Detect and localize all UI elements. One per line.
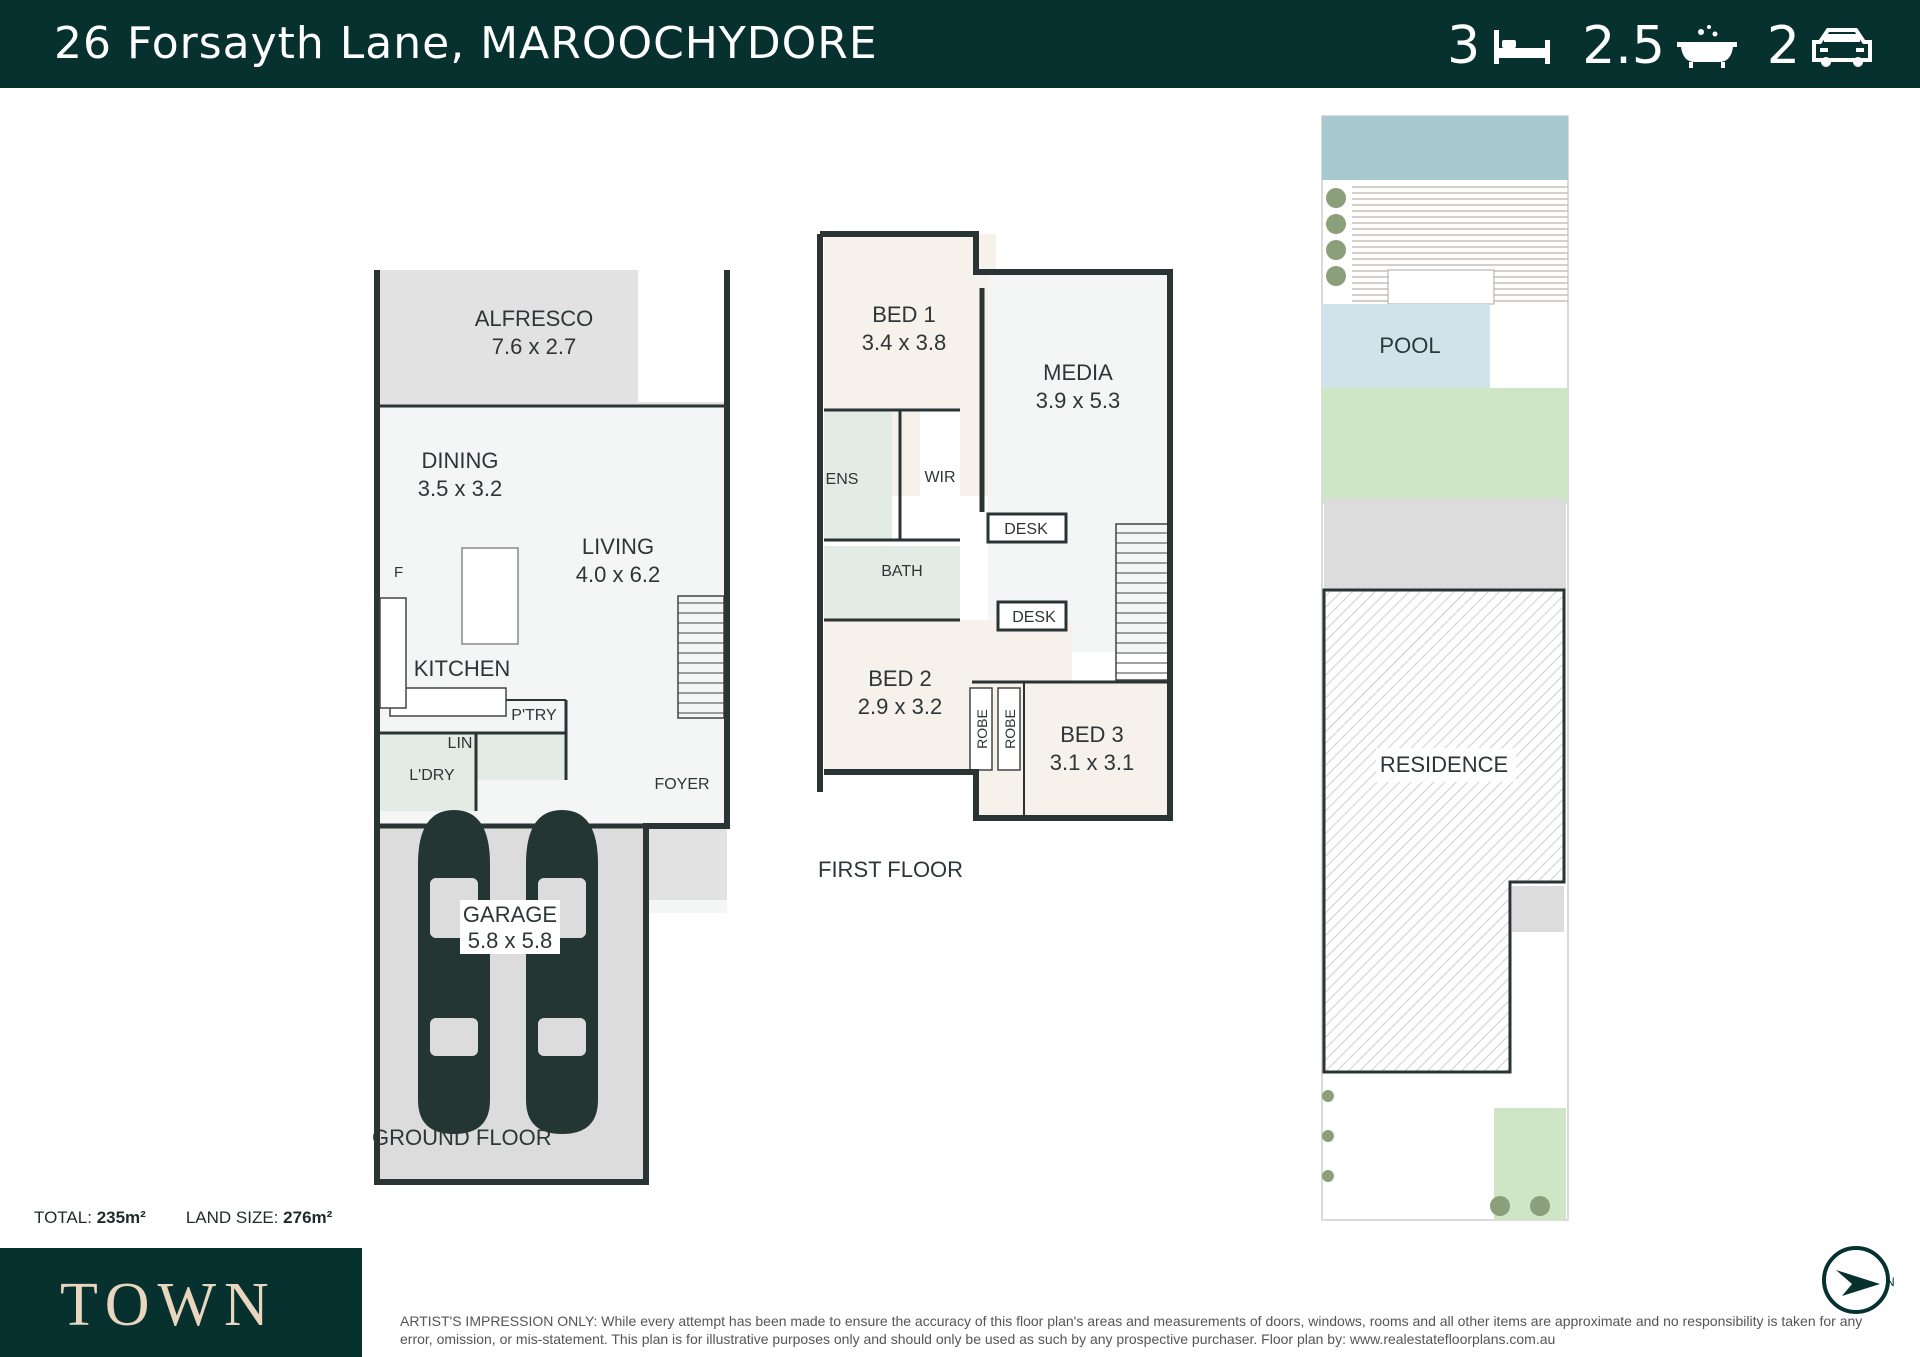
alfresco-site [1324,498,1566,590]
laundry-name: L'DRY [409,767,455,784]
shrub [1326,188,1346,208]
shrub [1490,1196,1510,1216]
shrub [1326,214,1346,234]
floor-plans: ALFRESCO 7.6 x 2.7 DINING 3.5 x 3.2 LIVI… [0,88,1920,1248]
alfresco-name: ALFRESCO [475,306,594,331]
wir-area [920,410,960,522]
powder-room [476,733,566,780]
bath-area [824,546,960,620]
ground-floor-label: GROUND FLOOR [372,1125,552,1150]
first-floor-label: FIRST FLOOR [818,857,963,882]
bed3-name: BED 3 [1060,722,1124,747]
property-address: 26 Forsayth Lane, MAROOCHYDORE [54,18,878,69]
kitchen-name: KITCHEN [414,656,511,681]
linen-name: LIN [448,735,473,752]
north-compass-icon: N [1822,1246,1894,1314]
robe2-name: ROBE [1002,709,1018,749]
car-icon [1812,28,1872,67]
land-value: 276m² [283,1208,333,1227]
shrub [1322,1130,1334,1142]
garage-size: 5.8 x 5.8 [468,928,552,953]
bath-count: 2.5 [1582,16,1665,76]
ensuite-area [824,410,892,540]
first-floor-plan: BED 1 3.4 x 3.8 MEDIA 3.9 x 5.3 ENS WIR … [817,231,1173,882]
bath-name: BATH [881,563,922,580]
desk1-box [986,512,1068,544]
alfresco-cutout [638,270,727,402]
living-size: 4.0 x 6.2 [576,562,660,587]
kitchen-island [461,547,519,645]
first-outer-wall [817,231,1173,821]
living-name: LIVING [582,534,654,559]
car-right [526,810,598,1134]
bed1-name: BED 1 [872,302,936,327]
property-stats: 3 2.5 2 [1447,16,1892,76]
robe2-area [997,687,1021,771]
bed3-size: 3.1 x 3.1 [1050,750,1134,775]
brand-panel: TOWN [0,1248,362,1357]
garage-label-bg [460,900,560,954]
land-size: LAND SIZE: 276m² [186,1208,332,1228]
ground-floor-plan: ALFRESCO 7.6 x 2.7 DINING 3.5 x 3.2 LIVI… [372,270,730,1185]
shrub [1326,266,1346,286]
residence-label: RESIDENCE [1380,752,1508,777]
brand-logo: TOWN [60,1271,277,1339]
front-garden [1494,1108,1566,1220]
pool-area [1322,304,1490,388]
media-name: MEDIA [1043,360,1113,385]
kitchen-bench [389,687,507,717]
first-stairs [1115,523,1169,681]
disclaimer-text: ARTIST'S IMPRESSION ONLY: While every at… [400,1313,1863,1347]
desk2-name: DESK [1012,609,1056,626]
bath-icon [1676,25,1737,68]
garage-name: GARAGE [463,902,557,927]
residence-label-bg [1376,748,1516,782]
ground-stairs [677,595,725,719]
shrub [1322,1170,1334,1182]
shrub [1326,240,1346,260]
alfresco-size: 7.6 x 2.7 [492,334,576,359]
land-label: LAND SIZE: [185,1208,279,1227]
residence-footprint [1322,588,1566,1074]
lawn-area [1322,388,1568,504]
header-bar: 26 Forsayth Lane, MAROOCHYDORE 3 2.5 2 [0,0,1920,88]
dining-name: DINING [422,448,499,473]
total-label: TOTAL: [34,1208,92,1227]
total-value: 235m² [96,1208,146,1227]
porch-site [1512,886,1564,932]
porch-area [648,828,727,900]
laundry-area [380,733,475,811]
bed-icon [1494,30,1551,64]
bed-count: 3 [1447,16,1481,76]
area-totals: TOTAL: 235m² LAND SIZE: 276m² [34,1208,332,1228]
media-size: 3.9 x 5.3 [1036,388,1120,413]
desk1-name: DESK [1004,521,1048,538]
car-count: 2 [1766,16,1800,76]
robe1-name: ROBE [974,709,990,749]
ens-name: ENS [826,471,859,488]
pool-label: POOL [1379,333,1440,358]
desk2-box [996,600,1068,632]
pantry-name: P'TRY [511,707,557,724]
bed2-name: BED 2 [868,666,932,691]
bed1-size: 3.4 x 3.8 [862,330,946,355]
shrub [1530,1196,1550,1216]
water-area [1322,116,1568,180]
site-plan: POOL RESIDENCE [1321,115,1569,1221]
pool-steps [1387,269,1495,305]
floor-plan-drawing: ALFRESCO 7.6 x 2.7 DINING 3.5 x 3.2 LIVI… [372,115,1569,1221]
ground-outer-wall [374,270,730,1185]
foyer-name: FOYER [654,776,709,793]
compass-letter: N [1886,1275,1894,1289]
bed2-size: 2.9 x 3.2 [858,694,942,719]
total-area: TOTAL: 235m² [34,1208,146,1228]
kitchen-counter [379,597,407,709]
car-left [418,810,490,1134]
dining-size: 3.5 x 3.2 [418,476,502,501]
wir-name: WIR [924,469,955,486]
robe1-area [969,687,993,771]
shrub [1322,1090,1334,1102]
fridge-label: F [394,564,403,581]
